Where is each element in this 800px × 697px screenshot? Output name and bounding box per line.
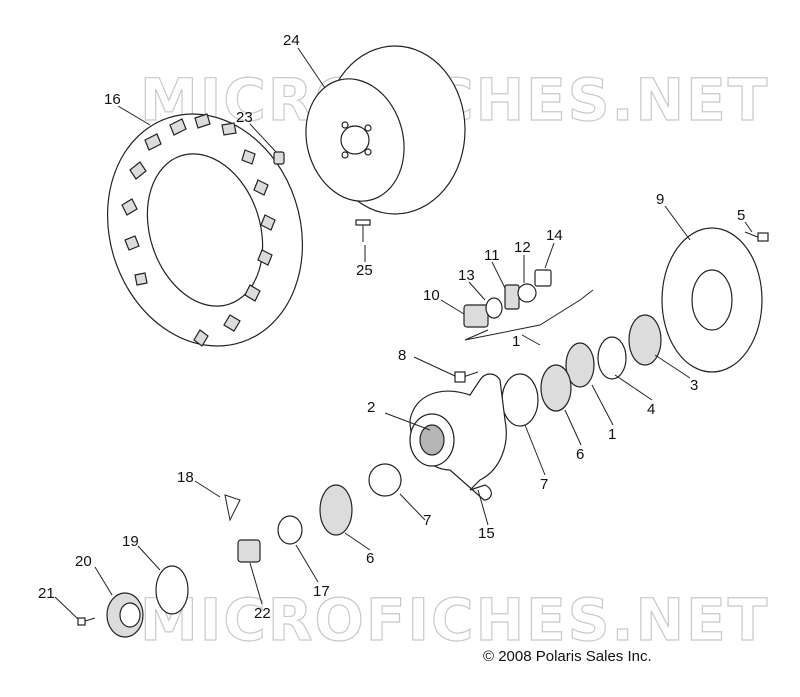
callout-11: 11 [484,247,500,264]
bolt-part-8 [454,371,479,383]
rim-part-24 [305,45,466,215]
bolt-part-5 [744,231,769,242]
callout-6-right: 6 [576,446,584,463]
bearing-seal-parts [277,314,662,545]
callout-8: 8 [398,347,406,364]
copyright-text: © 2008 Polaris Sales Inc. [483,648,652,665]
callout-7-left: 7 [423,512,431,529]
callout-22: 22 [254,605,271,622]
callout-2: 2 [367,399,375,416]
valve-stem-part-23 [273,151,285,165]
castle-nut-part-22 [237,539,261,563]
callout-21: 21 [38,585,55,602]
callout-labels: 24 16 23 9 5 14 12 11 13 10 25 1 8 3 4 1… [38,32,745,622]
watermark-bottom: MICROFICHES.NET [140,586,769,654]
callout-1-bottom: 1 [608,426,616,443]
brake-disc-part-9 [661,227,763,373]
callout-18: 18 [177,469,194,486]
callout-1-top: 1 [512,333,520,350]
callout-25: 25 [356,262,373,279]
callout-3: 3 [690,377,698,394]
callout-15: 15 [478,525,495,542]
callout-17: 17 [313,583,330,600]
leader-lines [54,47,753,620]
callout-14: 14 [546,227,563,244]
callout-12: 12 [514,239,531,256]
callout-6-left: 6 [366,550,374,567]
hub-cap-part-20 [106,592,144,638]
callout-9: 9 [656,191,664,208]
cotter-pin-part-18 [224,494,241,522]
bolt-part-21 [77,617,96,626]
hub-knuckle-part-2 [409,373,507,501]
callout-5: 5 [737,207,745,224]
hub-nut-kit-parts-10-14 [463,269,594,341]
bolt-part-25 [355,219,371,242]
callout-7-right: 7 [540,476,548,493]
callout-16: 16 [104,91,121,108]
callout-20: 20 [75,553,92,570]
callout-23: 23 [236,109,253,126]
o-ring-part-19 [155,565,189,615]
callout-10: 10 [423,287,440,304]
callout-4: 4 [647,401,655,418]
tire-part-16 [106,113,304,347]
callout-13: 13 [458,267,475,284]
callout-19: 19 [122,533,139,550]
callout-24: 24 [283,32,300,49]
